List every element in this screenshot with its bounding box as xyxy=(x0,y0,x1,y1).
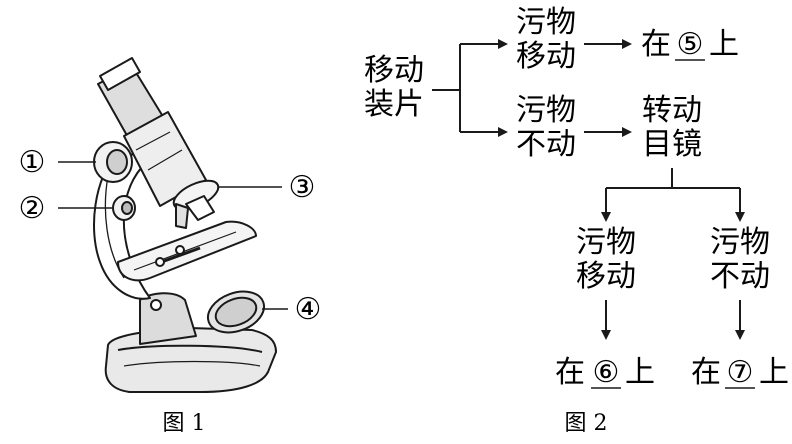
pillar-screw-icon xyxy=(150,299,162,311)
reflector-mirror xyxy=(206,290,266,334)
result-6-suffix: 上 xyxy=(625,355,655,390)
fig1-leader-lines xyxy=(58,161,288,310)
result-7-prefix: 在 xyxy=(691,355,721,390)
microscope-base xyxy=(104,327,277,393)
result-5-prefix: 在 xyxy=(641,27,671,62)
figure1-caption: 图 1 xyxy=(163,411,206,436)
marker-3: ③ xyxy=(289,170,316,205)
node-branch-moves-line2: 移动 xyxy=(516,39,576,74)
result-6-prefix: 在 xyxy=(555,355,585,390)
result-5-marker: ⑤ xyxy=(677,27,704,62)
node-branch-still-line2: 不动 xyxy=(516,127,576,162)
result-5-suffix: 上 xyxy=(709,27,739,62)
nosepiece-converter xyxy=(172,179,220,229)
fine-focus-knob xyxy=(112,195,136,221)
marker-4: ④ xyxy=(295,292,322,327)
node-sub-moves-line2: 移动 xyxy=(576,259,636,294)
node-rotate-line1: 转动 xyxy=(642,93,702,128)
marker-1: ① xyxy=(19,145,46,180)
body-tube xyxy=(97,57,207,207)
node-branch-moves-line1: 污物 xyxy=(516,5,576,40)
figure2-caption: 图 2 xyxy=(565,411,608,436)
microscope-drawing xyxy=(93,57,277,393)
result-7-marker: ⑦ xyxy=(727,355,754,390)
microscope-arm xyxy=(93,151,153,300)
node-sub-still-line2: 不动 xyxy=(710,259,770,294)
microscope-pillar xyxy=(139,292,197,345)
result-7-suffix: 上 xyxy=(759,355,789,390)
coarse-focus-knob xyxy=(93,141,133,183)
microscope-stage xyxy=(117,220,257,282)
node-root-line1: 移动 xyxy=(364,53,424,88)
marker-2: ② xyxy=(19,191,46,226)
node-branch-still-line1: 污物 xyxy=(516,93,576,128)
flowchart: 移动 装片 污物 移动 在 ⑤ 上 污物 不动 转动 目镜 污物 xyxy=(364,5,789,390)
node-rotate-line2: 目镜 xyxy=(642,127,702,162)
node-sub-moves-line1: 污物 xyxy=(576,225,636,260)
result-6-marker: ⑥ xyxy=(593,355,620,390)
node-root-line2: 装片 xyxy=(364,87,424,122)
node-sub-still-line1: 污物 xyxy=(710,225,770,260)
